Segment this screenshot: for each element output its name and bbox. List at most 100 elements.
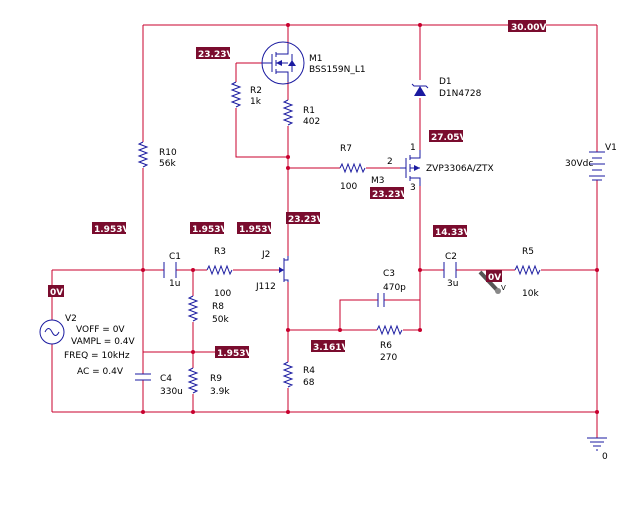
wire-r2-bottom bbox=[235, 108, 288, 158]
voltage-readouts: 30.00V 23.23V 27.05V 1.953V 1.953V 1.953… bbox=[48, 20, 546, 359]
d1-ref: D1 bbox=[439, 77, 452, 87]
m1-ref: M1 bbox=[309, 54, 323, 64]
resistor-r4 bbox=[282, 361, 294, 388]
voltage-box-m1-gate: 23.23V bbox=[196, 47, 233, 60]
component-labels: M1 BSS159N_L1 R2 1k R1 402 R10 56k R7 10… bbox=[64, 54, 617, 462]
voltage-box-input: 0V bbox=[48, 285, 64, 298]
junction-dot bbox=[286, 328, 290, 332]
svg-text:0V: 0V bbox=[50, 288, 63, 298]
r4-ref: R4 bbox=[303, 366, 315, 376]
junction-dot bbox=[286, 155, 290, 159]
junction-dot bbox=[418, 268, 422, 272]
m1-value: BSS159N_L1 bbox=[309, 65, 366, 75]
r1-ref: R1 bbox=[303, 106, 315, 116]
voltage-box-r10: 1.953V bbox=[92, 222, 129, 235]
junction-dot bbox=[191, 350, 195, 354]
v2-vampl: VAMPL = 0.4V bbox=[71, 337, 136, 347]
svg-text:14.33V: 14.33V bbox=[435, 228, 470, 238]
junction-dot bbox=[595, 268, 599, 272]
junction-dot bbox=[418, 23, 422, 27]
resistor-r7 bbox=[339, 162, 366, 174]
ground-label: 0 bbox=[602, 452, 608, 462]
m3-ref: M3 bbox=[371, 176, 385, 186]
voltage-box-d1-cathode: 27.05V bbox=[429, 130, 466, 143]
m3-value: ZVP3306A/ZTX bbox=[426, 164, 494, 174]
m3-pin-gate: 2 bbox=[387, 157, 393, 167]
svg-text:27.05V: 27.05V bbox=[431, 133, 466, 143]
junction-dot bbox=[286, 166, 290, 170]
resistor-r8 bbox=[187, 295, 199, 322]
resistor-r6 bbox=[376, 324, 403, 336]
r6-ref: R6 bbox=[380, 341, 392, 351]
svg-text:3.161V: 3.161V bbox=[313, 343, 348, 353]
dc-source-v1 bbox=[589, 151, 605, 181]
voltage-box-j2-gate: 1.953V bbox=[237, 222, 274, 235]
capacitor-c1 bbox=[163, 262, 177, 278]
r5-value: 10k bbox=[522, 289, 539, 299]
c2-value: 3u bbox=[447, 279, 458, 289]
r3-value: 100 bbox=[214, 289, 231, 299]
ground-symbol bbox=[587, 437, 607, 451]
svg-text:23.23V: 23.23V bbox=[288, 215, 323, 225]
junction-dot bbox=[338, 328, 342, 332]
capacitor-c3 bbox=[377, 293, 385, 307]
wire-c3-left bbox=[339, 299, 378, 330]
junction-dot bbox=[595, 410, 599, 414]
svg-text:0V: 0V bbox=[488, 273, 501, 283]
c1-value: 1u bbox=[169, 279, 180, 289]
r1-value: 402 bbox=[303, 117, 320, 127]
d1-value: D1N4728 bbox=[439, 89, 482, 99]
r2-ref: R2 bbox=[250, 86, 262, 96]
junction-dots bbox=[141, 23, 599, 414]
junction-dot bbox=[141, 268, 145, 272]
svg-text:1.953V: 1.953V bbox=[217, 349, 252, 359]
mosfet-m1 bbox=[261, 41, 305, 85]
junction-dot bbox=[418, 328, 422, 332]
r7-ref: R7 bbox=[340, 144, 352, 154]
resistor-r1 bbox=[282, 99, 294, 126]
r2-value: 1k bbox=[250, 97, 262, 107]
m3-pin-drain: 3 bbox=[410, 183, 416, 193]
svg-text:23.23V: 23.23V bbox=[198, 50, 233, 60]
c1-ref: C1 bbox=[169, 252, 181, 262]
voltage-box-j2-source: 3.161V bbox=[311, 340, 348, 353]
svg-text:23.23V: 23.23V bbox=[372, 190, 407, 200]
c3-ref: C3 bbox=[383, 269, 395, 279]
svg-text:30.00V: 30.00V bbox=[511, 23, 546, 33]
r10-ref: R10 bbox=[159, 148, 177, 158]
svg-text:1.953V: 1.953V bbox=[94, 225, 129, 235]
v2-freq: FREQ = 10kHz bbox=[64, 351, 130, 361]
m3-pin-source: 1 bbox=[410, 143, 416, 153]
v2-ac: AC = 0.4V bbox=[77, 367, 124, 377]
r5-ref: R5 bbox=[522, 247, 534, 257]
junction-dot bbox=[191, 410, 195, 414]
svg-text:1.953V: 1.953V bbox=[192, 225, 227, 235]
zener-diode-d1 bbox=[411, 83, 429, 96]
v2-ref: V2 bbox=[65, 314, 77, 324]
r4-value: 68 bbox=[303, 378, 315, 388]
v1-value: 30Vdc bbox=[565, 159, 593, 169]
j2-ref: J2 bbox=[261, 250, 270, 260]
c3-value: 470p bbox=[383, 283, 406, 293]
r8-ref: R8 bbox=[212, 302, 224, 312]
r7-value: 100 bbox=[340, 182, 357, 192]
wires bbox=[51, 24, 598, 438]
r9-ref: R9 bbox=[210, 374, 222, 384]
c4-value: 330u bbox=[160, 387, 183, 397]
r9-value: 3.9k bbox=[210, 387, 230, 397]
resistor-r9 bbox=[187, 367, 199, 394]
voltage-box-m3-drain: 14.33V bbox=[433, 225, 470, 238]
voltage-box-output: 0V bbox=[486, 270, 502, 283]
svg-text:1.953V: 1.953V bbox=[239, 225, 274, 235]
v1-ref: V1 bbox=[605, 143, 617, 153]
resistor-r10 bbox=[137, 141, 149, 168]
c4-ref: C4 bbox=[160, 374, 172, 384]
r6-value: 270 bbox=[380, 353, 397, 363]
j2-value: J112 bbox=[255, 282, 276, 292]
resistor-r5 bbox=[514, 264, 541, 276]
voltage-box-j2-drain: 23.23V bbox=[286, 212, 323, 225]
voltage-box-c4: 1.953V bbox=[215, 346, 252, 359]
junction-dot bbox=[286, 23, 290, 27]
junction-dot bbox=[141, 410, 145, 414]
